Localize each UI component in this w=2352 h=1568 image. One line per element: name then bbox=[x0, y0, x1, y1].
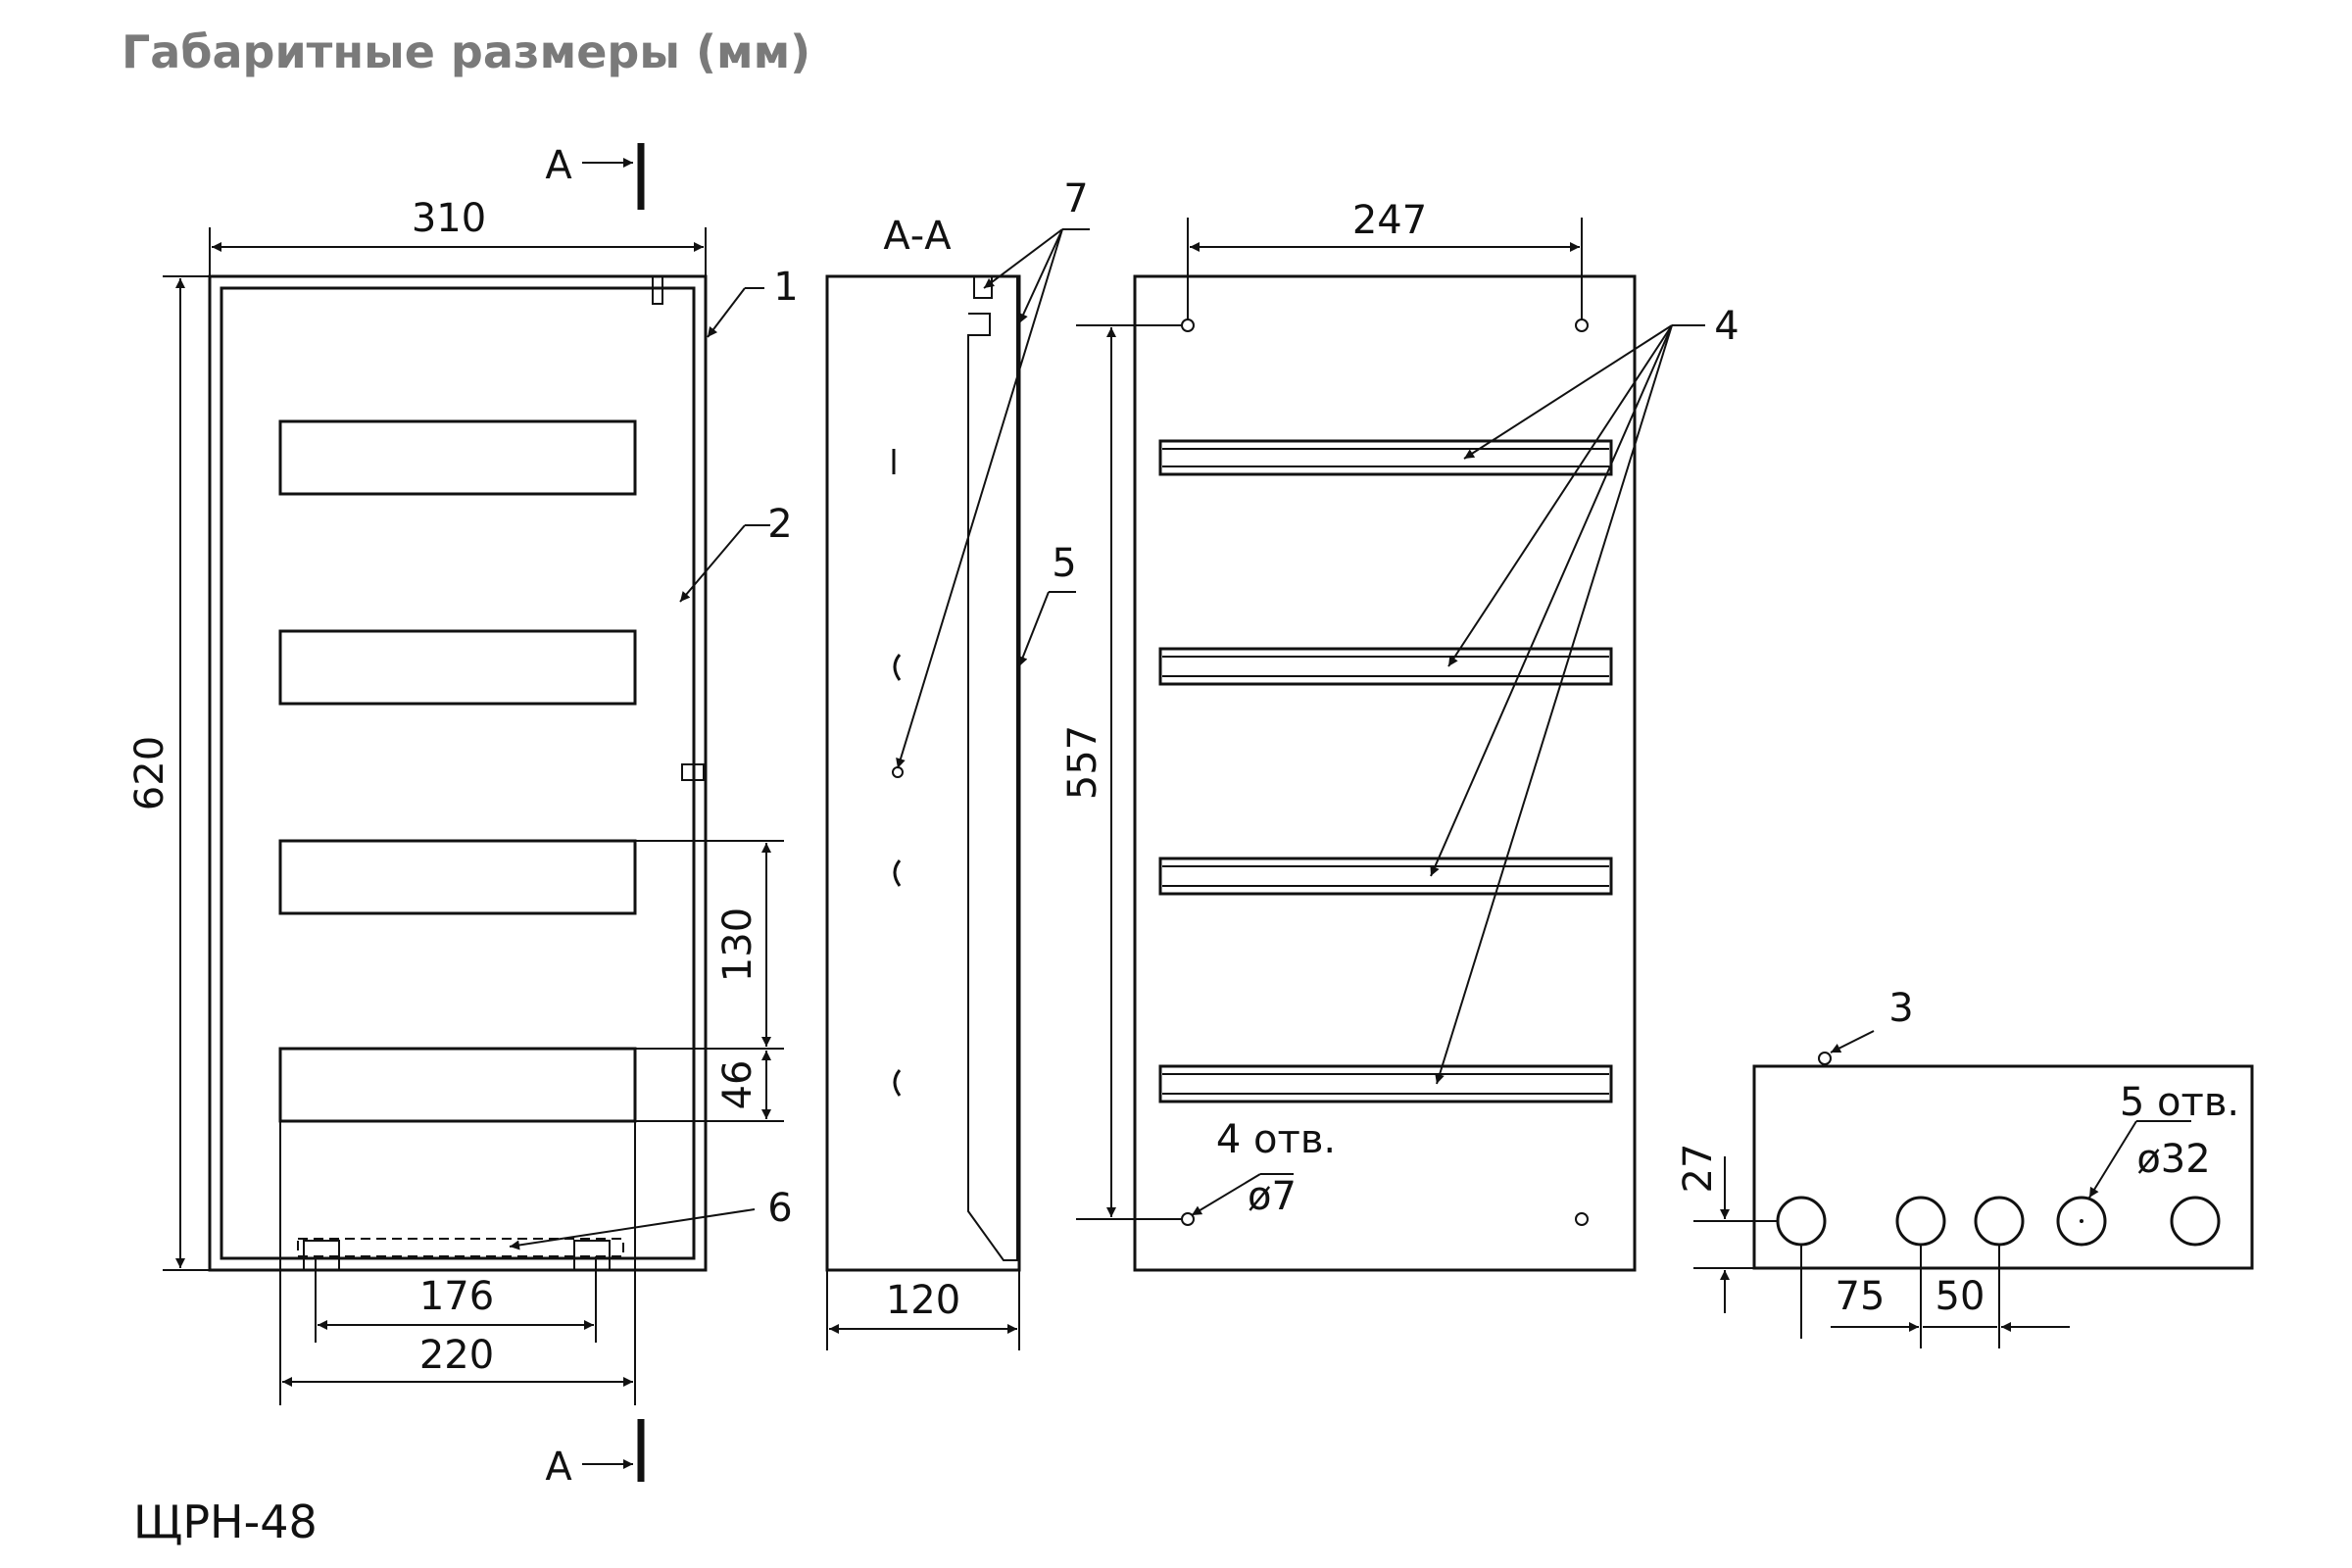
lock-top bbox=[652, 275, 663, 305]
gland-clip-left bbox=[303, 1240, 340, 1271]
callout-6: 6 bbox=[767, 1186, 792, 1231]
dim-depth: 120 bbox=[886, 1278, 960, 1323]
section-marker-bottom: А bbox=[545, 1445, 572, 1490]
knockout-4-center bbox=[2080, 1219, 2083, 1223]
window-module-1 bbox=[278, 419, 637, 496]
din-rail-2 bbox=[1158, 647, 1613, 686]
din-rail-1 bbox=[1158, 439, 1613, 476]
callout-4: 4 bbox=[1714, 304, 1739, 349]
mount-hole-bottom-right bbox=[1575, 1212, 1589, 1226]
mount-holes-diameter: ø7 bbox=[1248, 1174, 1297, 1219]
gland-plate bbox=[297, 1238, 624, 1257]
callout-7: 7 bbox=[1063, 176, 1088, 221]
dinrail-clip-4 bbox=[893, 1069, 902, 1097]
callout-3: 3 bbox=[1888, 986, 1913, 1031]
dim-gland-outer: 220 bbox=[419, 1333, 494, 1378]
dinrail-clip-2 bbox=[893, 654, 902, 681]
dim-module-pitch: 130 bbox=[715, 907, 760, 982]
door-frame bbox=[220, 286, 696, 1260]
knockout-5 bbox=[2170, 1196, 2221, 1247]
mount-hole-top-left bbox=[1181, 318, 1195, 332]
mount-holes-count: 4 отв. bbox=[1216, 1117, 1336, 1162]
lock-middle bbox=[681, 763, 705, 781]
mount-hole-top-right bbox=[1575, 318, 1589, 332]
wall-hole-section bbox=[892, 766, 904, 778]
section-view: А-А 120 7 5 bbox=[825, 176, 1090, 1350]
cover-screw bbox=[1818, 1052, 1832, 1065]
dim-mount-width: 247 bbox=[1352, 198, 1427, 243]
dim-module-height: 46 bbox=[715, 1060, 760, 1110]
section-marker-top: А bbox=[545, 143, 572, 188]
din-rail-3 bbox=[1158, 857, 1613, 896]
gland-clip-right bbox=[573, 1240, 611, 1271]
section-label: А-А bbox=[883, 214, 952, 259]
door-profile bbox=[967, 275, 1018, 1261]
door-hinge-top bbox=[973, 275, 993, 299]
callout-2: 2 bbox=[767, 502, 792, 547]
callout-5: 5 bbox=[1052, 541, 1076, 586]
bottom-panel bbox=[1752, 1064, 2254, 1270]
section-body bbox=[825, 274, 1021, 1272]
dim-width: 310 bbox=[412, 196, 486, 241]
din-rail-4 bbox=[1158, 1064, 1613, 1103]
dim-knockout-offset: 27 bbox=[1676, 1144, 1721, 1194]
window-module-2 bbox=[278, 629, 637, 706]
knockouts-diameter: ø32 bbox=[2136, 1137, 2210, 1182]
knockout-2 bbox=[1895, 1196, 1946, 1247]
window-module-3 bbox=[278, 839, 637, 915]
window-module-4 bbox=[278, 1047, 637, 1123]
callout-1: 1 bbox=[773, 265, 798, 310]
front-view: 310 620 130 46 176 220 А А 1 bbox=[127, 143, 799, 1490]
dim-knockout-pitch: 50 bbox=[1936, 1274, 1985, 1319]
drawing-title: Габаритные размеры (мм) bbox=[122, 25, 811, 78]
knockout-1 bbox=[1776, 1196, 1827, 1247]
knockouts-count: 5 отв. bbox=[2120, 1080, 2239, 1125]
bottom-view: 27 75 50 3 5 отв. ø32 bbox=[1676, 986, 2254, 1348]
dim-gland-inner: 176 bbox=[419, 1274, 494, 1319]
dinrail-clip-3 bbox=[893, 859, 902, 887]
dim-height: 620 bbox=[127, 736, 172, 810]
enclosure-outer bbox=[208, 274, 708, 1272]
knockout-3 bbox=[1974, 1196, 2025, 1247]
model-label: ЩРН-48 bbox=[133, 1495, 318, 1548]
back-panel bbox=[1133, 274, 1637, 1272]
dim-knockout-first: 75 bbox=[1836, 1274, 1886, 1319]
dim-mount-height: 557 bbox=[1060, 725, 1105, 800]
back-panel-view: 247 557 4 4 отв. ø7 bbox=[1060, 198, 1740, 1272]
knockout-4 bbox=[2056, 1196, 2107, 1247]
